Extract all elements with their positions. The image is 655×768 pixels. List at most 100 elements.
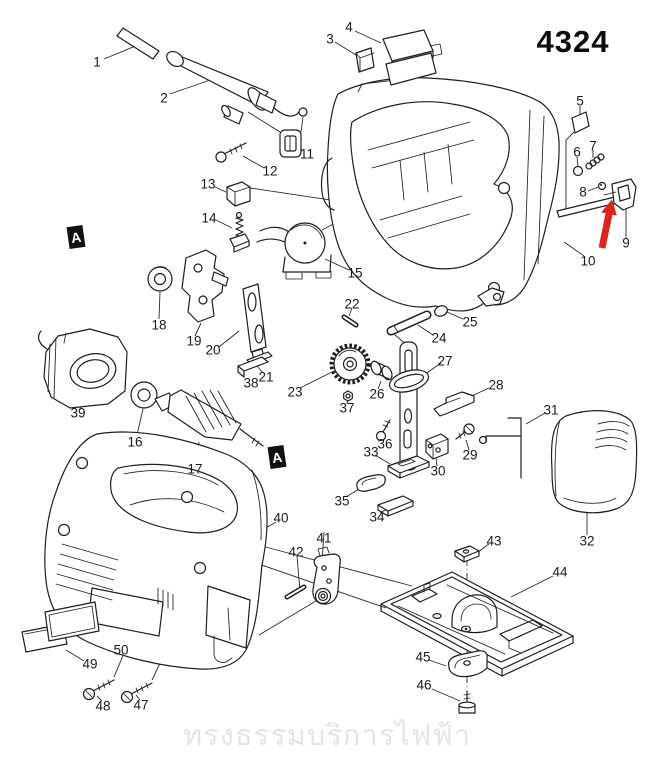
part-label-11: 11 bbox=[300, 147, 314, 162]
part-32-cover-drawing bbox=[552, 411, 637, 513]
part-23-gear-drawing bbox=[332, 346, 369, 383]
part-33-plate-drawing bbox=[388, 456, 429, 478]
part-1-tube-drawing bbox=[117, 28, 159, 59]
part-25-ball-drawing bbox=[433, 304, 449, 318]
part-cam-follower-drawing bbox=[478, 288, 504, 306]
part-label-9: 9 bbox=[622, 236, 630, 251]
part-label-29: 29 bbox=[462, 448, 477, 463]
part-label-41: 41 bbox=[316, 531, 331, 546]
part-label-34: 34 bbox=[369, 510, 385, 525]
part-label-47: 47 bbox=[133, 698, 148, 713]
part-4-switch-drawing bbox=[383, 30, 442, 85]
part-17-armature-drawing bbox=[155, 390, 263, 446]
part-22-pin-drawing bbox=[344, 317, 356, 325]
part-3-block-drawing bbox=[356, 48, 374, 72]
part-45-clamp-drawing bbox=[449, 651, 488, 677]
part-label-28: 28 bbox=[488, 378, 503, 393]
part-label-12: 12 bbox=[262, 164, 277, 179]
part-label-50: 50 bbox=[113, 643, 128, 658]
part-label-31: 31 bbox=[543, 403, 558, 418]
part-14-carbon-brush-drawing bbox=[230, 213, 249, 253]
part-label-8: 8 bbox=[579, 185, 587, 200]
part-18-bearing-drawing bbox=[148, 267, 172, 291]
part-label-17: 17 bbox=[187, 462, 202, 477]
part-label-24: 24 bbox=[431, 331, 447, 346]
view-marker-A: A bbox=[267, 444, 287, 470]
part-42-pin-drawing bbox=[287, 587, 304, 597]
part-label-23: 23 bbox=[287, 385, 302, 400]
part-43-plate-drawing bbox=[455, 546, 479, 562]
part-label-3: 3 bbox=[326, 32, 334, 47]
part-label-2: 2 bbox=[160, 91, 168, 106]
part-34-plate-drawing bbox=[378, 496, 413, 516]
part-29-screw-drawing bbox=[456, 424, 474, 439]
part-label-45: 45 bbox=[415, 650, 430, 665]
part-label-48: 48 bbox=[95, 699, 110, 714]
part-label-39: 39 bbox=[70, 406, 85, 421]
part-27-slider-drawing bbox=[387, 342, 431, 470]
part-label-20: 20 bbox=[205, 343, 220, 358]
part-11-cord-clamp-drawing bbox=[280, 130, 301, 157]
part-label-16: 16 bbox=[127, 435, 142, 450]
part-39-field-stator-drawing bbox=[39, 329, 127, 408]
view-marker-A: A bbox=[66, 224, 86, 250]
part-label-10: 10 bbox=[580, 254, 595, 269]
part-label-1: 1 bbox=[93, 55, 101, 70]
part-47-screw-drawing bbox=[122, 683, 153, 703]
part-label-5: 5 bbox=[576, 94, 584, 109]
part-30-blade-holder-drawing bbox=[426, 434, 448, 459]
part-41-roller-lever-drawing bbox=[313, 547, 340, 604]
part-35-pad-drawing bbox=[357, 475, 385, 492]
part-label-4: 4 bbox=[345, 20, 353, 35]
part-label-18: 18 bbox=[151, 318, 166, 333]
part-15-bearing-box-drawing bbox=[257, 223, 331, 279]
part-label-26: 26 bbox=[369, 387, 384, 402]
part-label-25: 25 bbox=[462, 315, 477, 330]
part-19-crank-bracket-drawing bbox=[182, 250, 228, 322]
highlight-arrow bbox=[598, 199, 617, 249]
part-20-connecting-rod-drawing bbox=[243, 284, 266, 365]
part-31-hex-wrench-drawing bbox=[480, 418, 522, 478]
part-label-22: 22 bbox=[344, 297, 359, 312]
part-label-49: 49 bbox=[82, 657, 97, 672]
part-8-ball-drawing bbox=[599, 183, 606, 190]
part-label-6: 6 bbox=[573, 145, 581, 160]
part-9-roller-guide-drawing bbox=[557, 179, 636, 217]
part-2-cord-guard-drawing bbox=[164, 49, 307, 124]
part-13-brush-cap-drawing bbox=[227, 182, 250, 206]
part-6-ring-drawing bbox=[574, 167, 583, 176]
part-7-spring-drawing bbox=[586, 154, 604, 169]
part-50-label-plate-drawing bbox=[45, 602, 99, 641]
part-label-35: 35 bbox=[334, 494, 349, 509]
part-26-bushing-drawing bbox=[369, 360, 394, 381]
watermark-text: ทรงธรรมบริการไฟฟ้า bbox=[183, 718, 472, 752]
model-number-title: 4324 bbox=[536, 24, 610, 59]
part-label-46: 46 bbox=[416, 678, 431, 693]
part-40-housing-drawing bbox=[45, 432, 267, 669]
part-label-33: 33 bbox=[363, 445, 378, 460]
part-24-rod-drawing bbox=[391, 315, 427, 332]
part-5-plate-drawing bbox=[572, 112, 589, 133]
part-label-42: 42 bbox=[288, 545, 303, 560]
part-16-bearing-drawing bbox=[131, 382, 157, 408]
part-label-36: 36 bbox=[377, 437, 392, 452]
part-label-30: 30 bbox=[430, 464, 445, 479]
part-label-38: 38 bbox=[243, 376, 258, 391]
part-21-38-plates-drawing bbox=[238, 352, 272, 377]
part-48-screw-drawing bbox=[84, 680, 115, 700]
part-label-40: 40 bbox=[273, 511, 288, 526]
part-label-21: 21 bbox=[258, 370, 273, 385]
part-46-bolt-drawing bbox=[459, 691, 475, 713]
svg-text:A: A bbox=[70, 229, 82, 246]
part-label-32: 32 bbox=[579, 534, 594, 549]
part-44-base-plate-drawing bbox=[381, 572, 573, 676]
part-28-lever-drawing bbox=[434, 392, 474, 416]
part-label-14: 14 bbox=[201, 211, 217, 226]
part-label-19: 19 bbox=[186, 334, 201, 349]
part-label-44: 44 bbox=[552, 565, 568, 580]
part-label-43: 43 bbox=[486, 534, 501, 549]
svg-text:A: A bbox=[271, 449, 283, 466]
